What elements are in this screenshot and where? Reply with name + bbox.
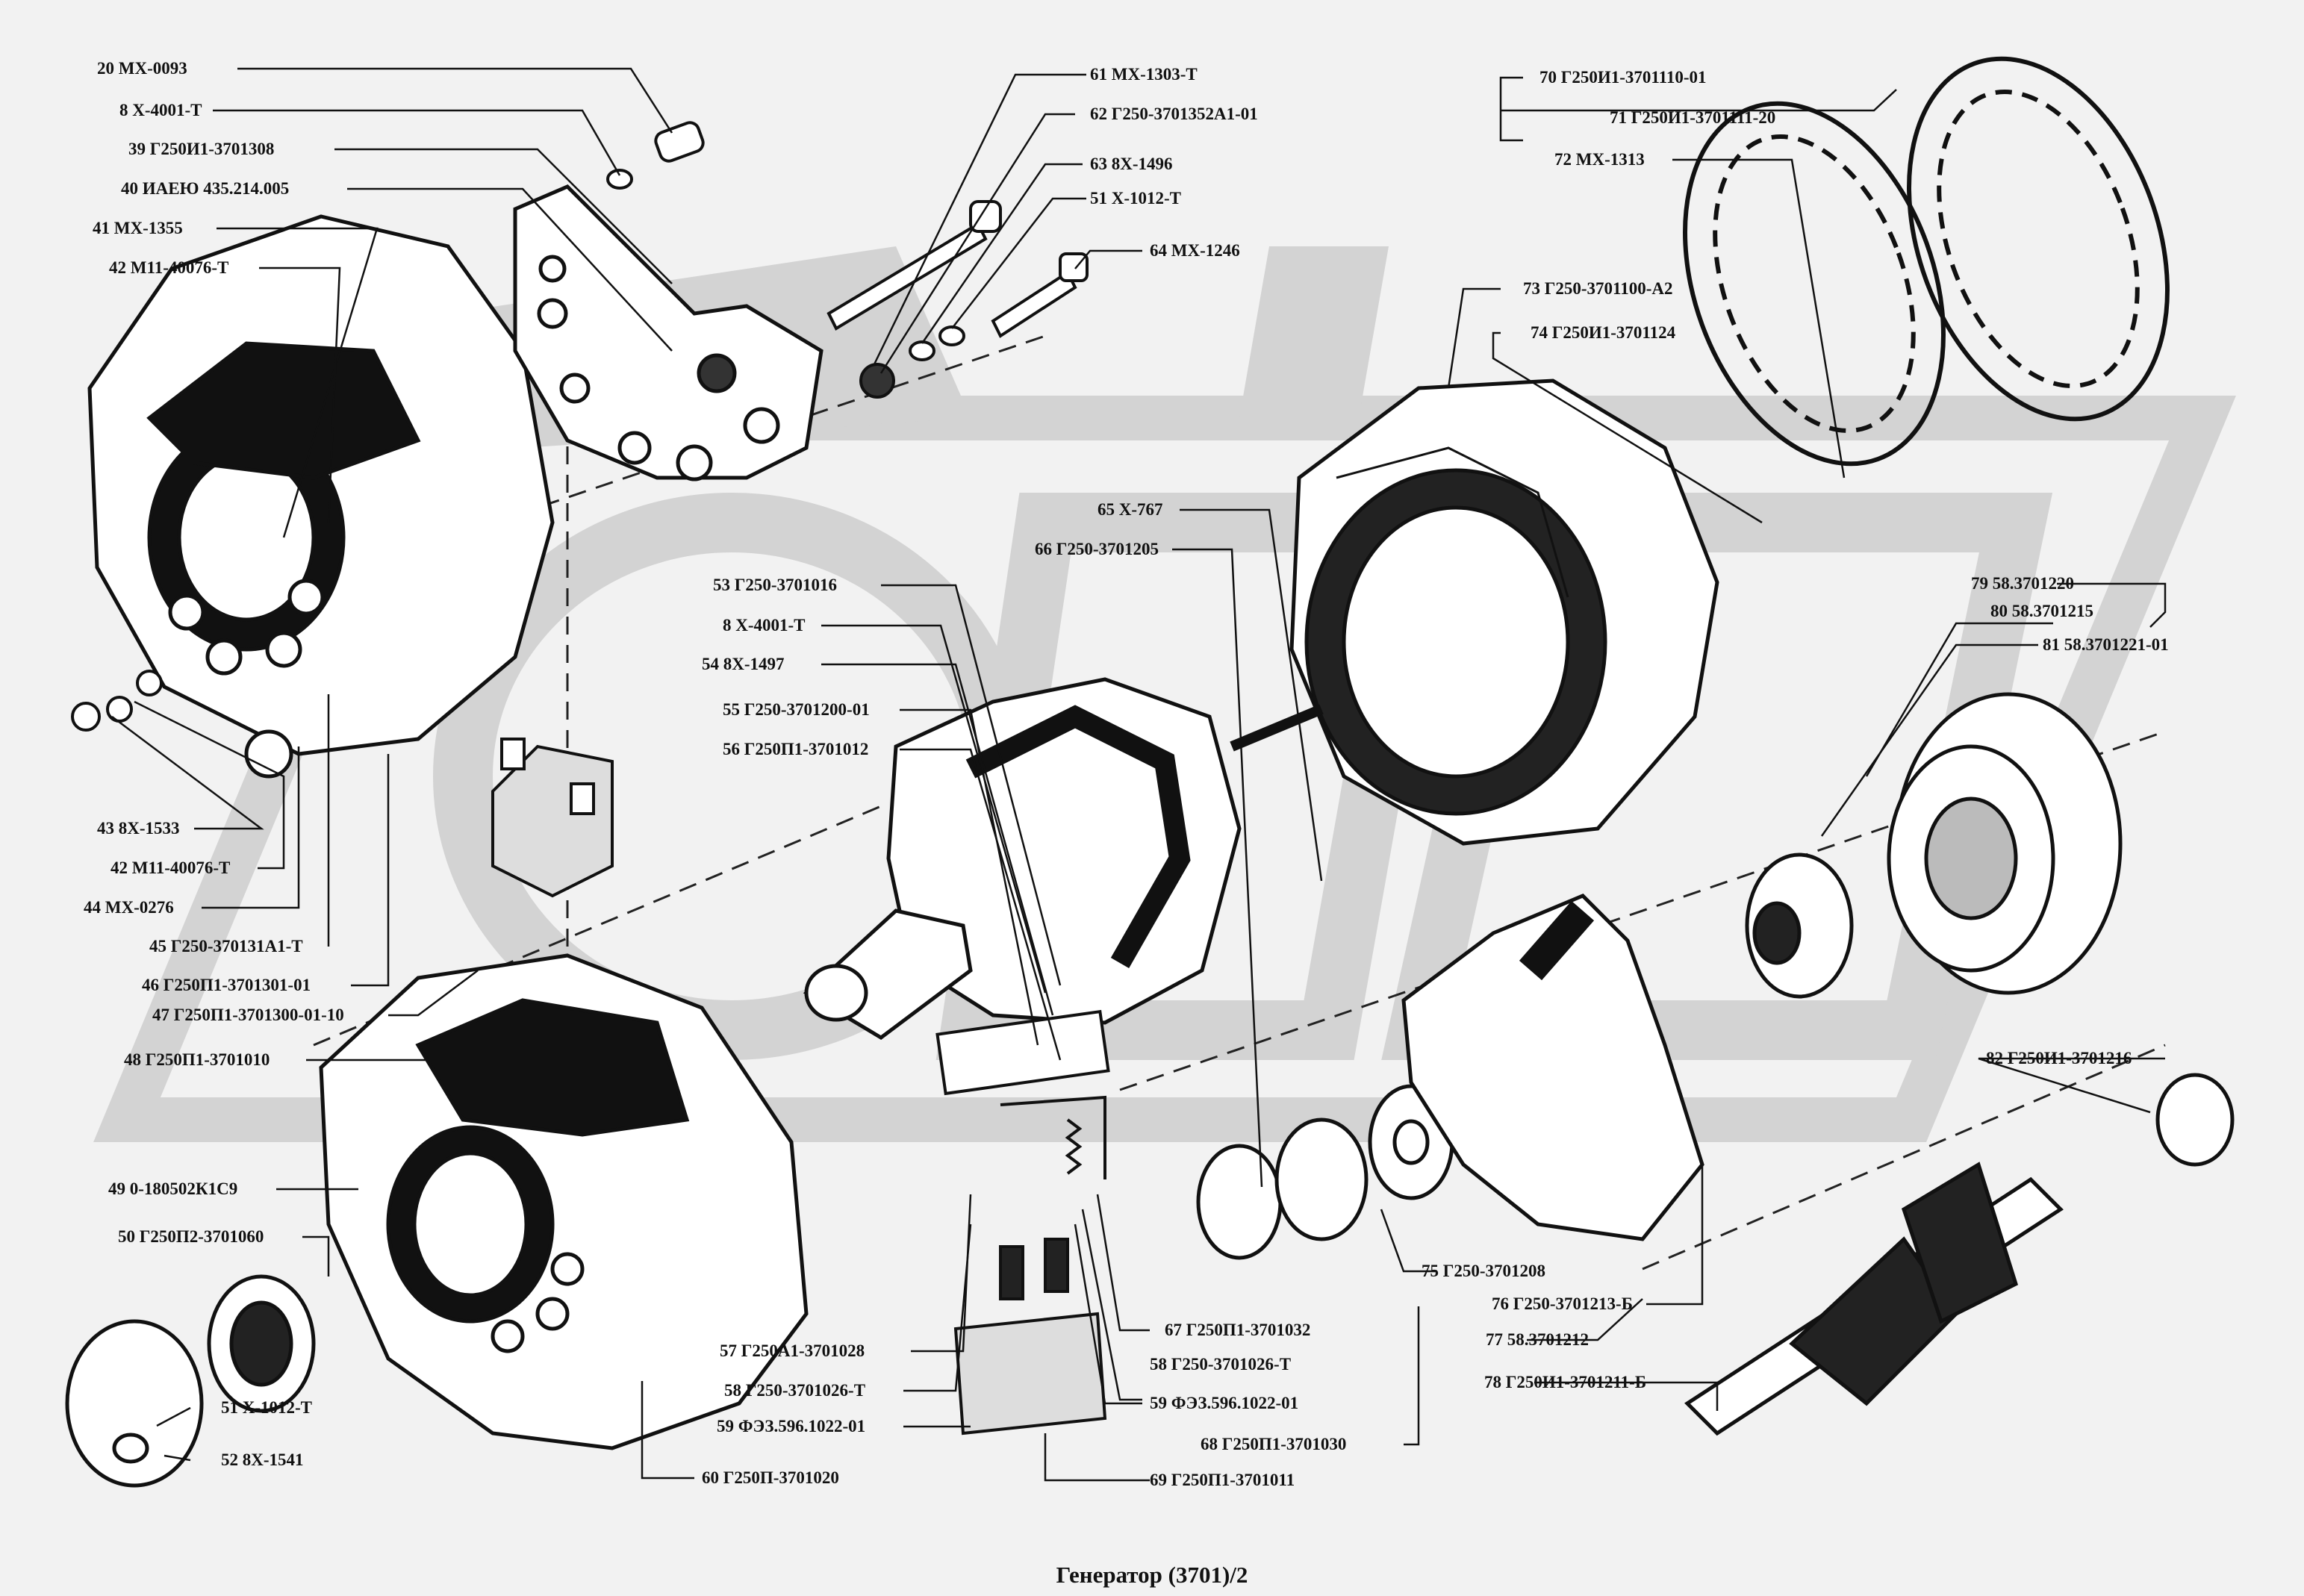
callout-80: 80 58.3701215 [1990,602,2093,620]
callout-68: 68 Г250П1-3701030 [1201,1435,1347,1453]
callout-58b: 58 Г250-3701026-Т [1150,1355,1292,1374]
slip-ring-end-housing [319,953,809,1450]
callout-70: 70 Г250И1-3701110-01 [1539,68,1707,87]
callout-52: 52 8Х-1541 [221,1450,304,1469]
pulley-and-fan [1196,692,2235,1260]
callout-39: 39 Г250И1-3701308 [128,140,275,158]
callout-72: 72 МХ-1313 [1554,150,1645,169]
callout-79: 79 58.3701220 [1971,574,2074,593]
leader-lines [111,67,2167,1482]
callout-48: 48 Г250П1-3701010 [124,1050,270,1069]
insulating-rings [1683,56,2170,467]
claw-pole-and-shaft [1401,894,2064,1436]
callout-41: 41 МХ-1355 [93,219,183,237]
callout-75: 75 Г250-3701208 [1422,1262,1546,1280]
callout-20: 20 МХ-0093 [97,59,187,78]
callout-77: 77 58.3701212 [1486,1330,1589,1349]
callout-82: 82 Г250И1-3701216 [1986,1049,2132,1067]
drive-end-housing [87,214,555,779]
bearing-and-cover [65,1274,316,1488]
callout-63: 63 8Х-1496 [1090,155,1173,173]
callout-60: 60 Г250П-3701020 [702,1468,839,1487]
callout-61: 61 МХ-1303-Т [1090,65,1198,84]
brush-holder [491,738,1110,1436]
callout-51b: 51 Х-1012-Т [221,1398,313,1417]
callout-43: 43 8Х-1533 [97,819,180,838]
callout-46: 46 Г250П1-3701301-01 [142,976,311,994]
callout-53: 53 Г250-3701016 [713,576,838,594]
callout-50: 50 Г250П2-3701060 [118,1227,264,1246]
callout-58a: 58 Г250-3701026-Т [724,1381,866,1400]
callout-8b: 8 Х-4001-Т [723,616,806,635]
callout-8: 8 Х-4001-Т [119,101,202,119]
callout-62: 62 Г250-3701352А1-01 [1090,105,1258,123]
callout-42: 42 М11-40076-Т [109,258,229,277]
callout-59b: 59 ФЭЗ.596.1022-01 [1150,1394,1299,1412]
callout-67: 67 Г250П1-3701032 [1165,1321,1311,1339]
callout-45: 45 Г250-370131А1-Т [149,937,303,956]
callout-57: 57 Г250А1-3701028 [720,1341,865,1360]
callout-73: 73 Г250-3701100-А2 [1523,279,1673,298]
diagram-caption: Генератор (3701)/2 [1056,1562,1248,1588]
callout-51a: 51 Х-1012-Т [1090,189,1182,208]
callout-47: 47 Г250П1-3701300-01-10 [152,1006,344,1024]
callout-59a: 59 ФЭЗ.596.1022-01 [717,1417,866,1436]
callout-40: 40 ИАЕЮ 435.214.005 [121,179,290,198]
rotor-assembly [803,677,1324,1041]
callout-42b: 42 М11-40076-Т [110,858,231,877]
callout-71: 71 Г250И1-3701111-20 [1610,108,1776,127]
callout-74: 74 Г250И1-3701124 [1531,323,1676,342]
callout-49: 49 0-180502К1С9 [108,1179,238,1198]
callout-81: 81 58.3701221-01 [2043,635,2169,654]
stator [1289,378,1719,846]
callout-65: 65 Х-767 [1097,500,1163,519]
callout-54: 54 8Х-1497 [702,655,785,673]
callout-64: 64 МХ-1246 [1150,241,1240,260]
callout-55: 55 Г250-3701200-01 [723,700,870,719]
callout-69: 69 Г250П1-3701011 [1150,1471,1295,1489]
bolts [71,121,1089,732]
callout-56: 56 Г250П1-3701012 [723,740,869,758]
callout-78: 78 Г250И1-3701211-Б [1484,1373,1647,1391]
callout-66: 66 Г250-3701205 [1035,540,1159,558]
callout-44: 44 МХ-0276 [84,898,174,917]
rectifier-bracket [513,184,823,481]
callout-76: 76 Г250-3701213-Б [1492,1294,1633,1313]
